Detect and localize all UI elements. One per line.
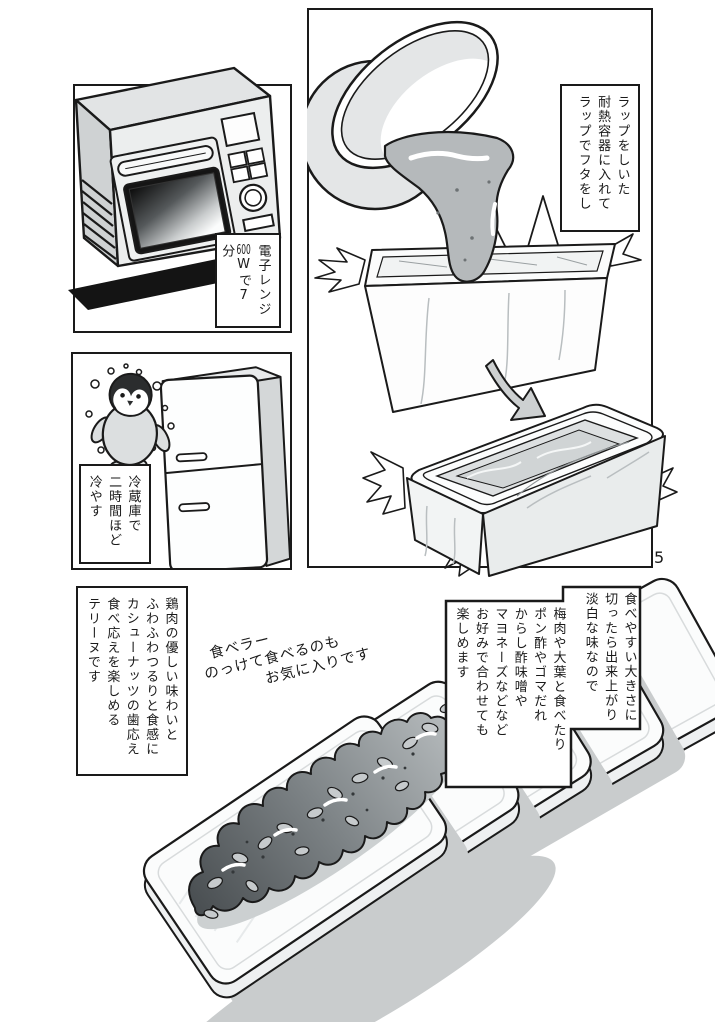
caption-line: からし酢味噌や bbox=[511, 607, 527, 709]
caption-line: ラップでフタをし bbox=[575, 95, 591, 211]
caption-line: 冷やす bbox=[86, 475, 102, 519]
penguin-body bbox=[101, 401, 158, 467]
caption-line: 食べやすい大きさに bbox=[621, 592, 637, 723]
caption-line: お好みで合わせても bbox=[472, 607, 488, 738]
caption-line: ふわふわつるりと食感に bbox=[143, 597, 159, 757]
caption-line: 二時間ほど bbox=[106, 475, 122, 548]
fridge-handle-top bbox=[175, 452, 208, 463]
caption-finish: 食べやすい大きさに 切ったら出来上がり 淡白な味なので bbox=[567, 592, 639, 724]
penguin-beak bbox=[127, 400, 134, 406]
caption-microwave: 電子レンジ 600Wで7分 bbox=[215, 233, 281, 328]
caption-line: 楽しめます bbox=[453, 607, 469, 680]
bubbles bbox=[85, 363, 175, 454]
topping-shadow bbox=[197, 746, 457, 930]
penguin-wing-left bbox=[90, 416, 112, 444]
penguin-eye bbox=[136, 394, 141, 399]
caption-line: 電子レンジ bbox=[255, 244, 271, 317]
penguin-eye bbox=[120, 393, 125, 398]
handwritten-note: 食べラー のっけて食べるのも お気に入りです bbox=[198, 608, 373, 703]
caption-line: マヨネーズなどなど bbox=[492, 607, 508, 738]
caption-line: 梅肉や大葉と食べたり bbox=[550, 607, 566, 752]
caption-line: 冷蔵庫で bbox=[125, 475, 141, 533]
penguin-wing-right bbox=[150, 424, 171, 453]
caption-line: カシューナッツの歯応え bbox=[123, 597, 139, 757]
topping-highlights bbox=[221, 731, 437, 872]
fridge-handle-bottom bbox=[178, 502, 211, 513]
caption-line: ポン酢やゴマだれ bbox=[531, 607, 547, 723]
penguin-head bbox=[108, 372, 153, 417]
caption-line: 耐熱容器に入れて bbox=[595, 95, 611, 211]
caption-fridge: 冷蔵庫で 二時間ほど 冷やす bbox=[79, 464, 151, 564]
caption-line: 淡白な味なので bbox=[582, 592, 598, 694]
caption-line: 鶏肉の優しい味わいと bbox=[162, 597, 178, 742]
ground-shadow bbox=[154, 855, 556, 1022]
caption-serving: 梅肉や大葉と食べたり ポン酢やゴマだれ からし酢味噌や マヨネーズなどなど お好… bbox=[454, 607, 568, 783]
caption-line: テリーヌです bbox=[84, 597, 100, 684]
caption-line: ラップをしいた bbox=[614, 95, 630, 197]
caption-terrine-summary: 鶏肉の優しい味わいと ふわふわつるりと食感に カシューナッツの歯応え 食べ応えを… bbox=[76, 586, 188, 776]
cashew-pieces bbox=[203, 702, 455, 919]
caption-line: 600Wで7分 bbox=[219, 244, 252, 305]
caption-pour: ラップをしいた 耐熱容器に入れて ラップでフタをし bbox=[560, 84, 640, 232]
page-number: 5 bbox=[654, 548, 665, 567]
caption-line: 切ったら出来上がり bbox=[602, 592, 618, 723]
terrine-topping bbox=[188, 702, 458, 919]
topping-speckles bbox=[231, 752, 415, 874]
refrigerator-illustration bbox=[159, 366, 290, 568]
caption-line: 食べ応えを楽しめる bbox=[104, 597, 120, 728]
